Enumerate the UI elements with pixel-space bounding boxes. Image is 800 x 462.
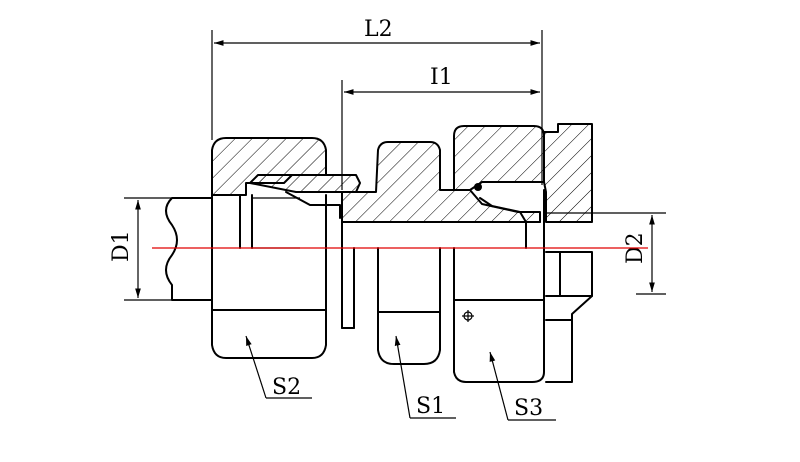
dimension-l1: I1 xyxy=(341,65,540,190)
crosshair-icon xyxy=(462,310,474,322)
dimension-l2: L2 xyxy=(211,17,543,185)
label-l2: L2 xyxy=(364,17,393,42)
dimension-d1: D1 xyxy=(109,197,210,301)
label-d1: D1 xyxy=(109,230,134,262)
label-s2: S2 xyxy=(272,375,301,400)
nut-s2 xyxy=(211,137,327,359)
body-s1 xyxy=(341,141,541,365)
leader-s2: S2 xyxy=(245,335,312,400)
tube-left xyxy=(165,197,213,301)
ferrule xyxy=(249,174,361,219)
leader-s1: S1 xyxy=(394,335,456,419)
nut-s3 xyxy=(453,125,545,383)
label-l1: I1 xyxy=(430,65,453,90)
label-s1: S1 xyxy=(416,394,445,419)
bulkhead-plate xyxy=(543,123,593,383)
leader-s3: S3 xyxy=(489,351,556,421)
o-ring-icon xyxy=(474,183,482,191)
label-s3: S3 xyxy=(514,396,543,421)
dimension-d2: D2 xyxy=(545,212,666,295)
